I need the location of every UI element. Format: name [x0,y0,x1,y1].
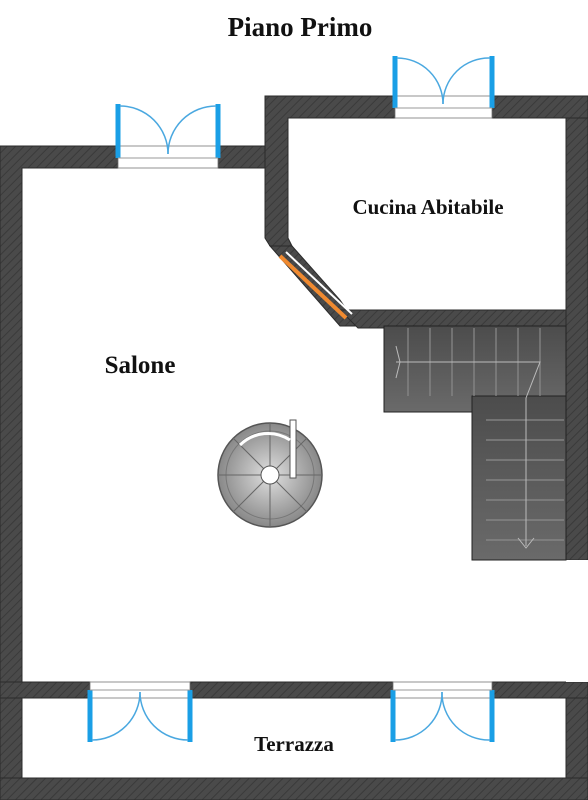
door-terrace-right [390,681,495,742]
window-kitchen [278,251,353,320]
walls [0,95,588,800]
plan-title: Piano Primo [228,12,373,42]
spiral-staircase [217,419,323,528]
room-label-terrace: Terrazza [254,732,334,756]
room-label-kitchen: Cucina Abitabile [352,195,503,219]
door-terrace-left [87,681,193,742]
door-kitchen-top [392,56,495,119]
straight-staircase [383,325,567,561]
door-salone-top [115,104,221,169]
room-label-living: Salone [105,352,176,379]
